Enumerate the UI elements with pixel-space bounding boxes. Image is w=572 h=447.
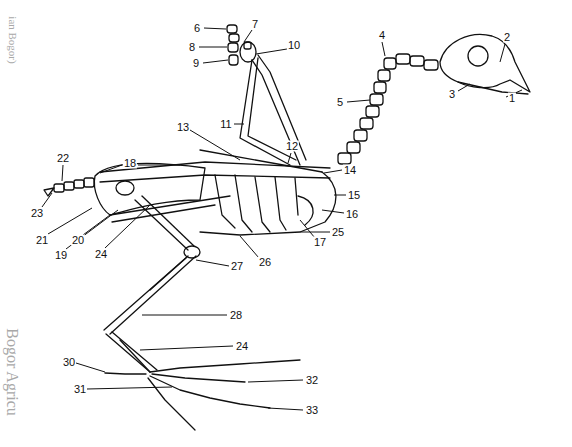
callout-number: 9: [192, 58, 200, 69]
callout-number: 16: [345, 209, 359, 220]
callout-number: 19: [54, 250, 68, 261]
callout-number: 10: [287, 40, 301, 51]
callout-number: 13: [176, 122, 190, 133]
callout-number: 25: [331, 227, 345, 238]
callout-number: 24: [235, 341, 249, 352]
callout-number: 5: [336, 97, 344, 108]
callout-number: 24: [94, 249, 108, 260]
callout-number: 22: [56, 153, 70, 164]
callout-number: 12: [285, 141, 299, 152]
callout-number: 3: [448, 89, 456, 100]
callout-number: 31: [73, 384, 87, 395]
callout-number: 26: [258, 257, 272, 268]
callout-number: 7: [251, 19, 259, 30]
callout-number: 18: [123, 158, 137, 169]
callout-number: 6: [193, 23, 201, 34]
callout-number: 20: [71, 235, 85, 246]
callout-number: 1: [508, 93, 516, 104]
callout-number: 11: [219, 119, 232, 130]
callout-number: 8: [188, 42, 196, 53]
callout-number: 27: [230, 261, 244, 272]
callout-number: 14: [343, 165, 357, 176]
callout-number: 33: [305, 405, 319, 416]
callout-number: 32: [305, 375, 319, 386]
callout-number: 2: [503, 32, 511, 43]
callout-number: 23: [30, 208, 44, 219]
callout-number: 17: [313, 237, 327, 248]
callout-number: 30: [62, 357, 76, 368]
callout-number: 28: [229, 310, 243, 321]
watermark-text: Bogor Agricu: [4, 328, 20, 416]
callout-number: 4: [378, 30, 386, 41]
callout-number: 21: [35, 235, 49, 246]
watermark-text: ian Bogor): [7, 16, 18, 63]
callout-number: 15: [347, 190, 361, 201]
